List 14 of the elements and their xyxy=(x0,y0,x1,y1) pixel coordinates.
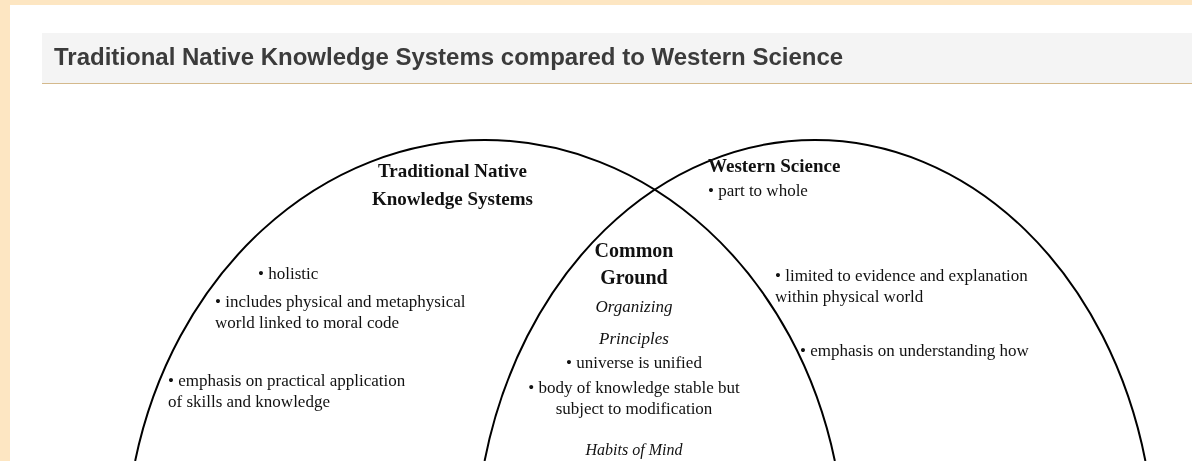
overlap-heading: Common Ground xyxy=(593,238,675,290)
subheading: Organizing Principles xyxy=(594,296,674,350)
bullet-text: • emphasis on practical application of skills and knowledge xyxy=(168,370,407,412)
bullet-text: • universe is unified xyxy=(565,352,703,373)
circle-heading: Traditional Native Knowledge Systems xyxy=(371,159,534,211)
bullet-text: • holistic xyxy=(258,263,320,284)
bullet-text: • limited to evidence and explanation within physical world xyxy=(775,265,1029,307)
bullet-text: • part to whole xyxy=(708,180,809,201)
bullet-text: • body of knowledge stable but subject to modification xyxy=(527,377,741,419)
bullet-text: • includes physical and metaphysical world linked to moral code xyxy=(215,291,467,333)
bullet-text: • emphasis on understanding how xyxy=(800,340,1030,361)
subheading: Habits of Mind xyxy=(584,441,684,459)
circle-heading: Western Science xyxy=(708,154,842,178)
page-heading: Traditional Native Knowledge Systems compared to Western Science xyxy=(42,33,1192,84)
